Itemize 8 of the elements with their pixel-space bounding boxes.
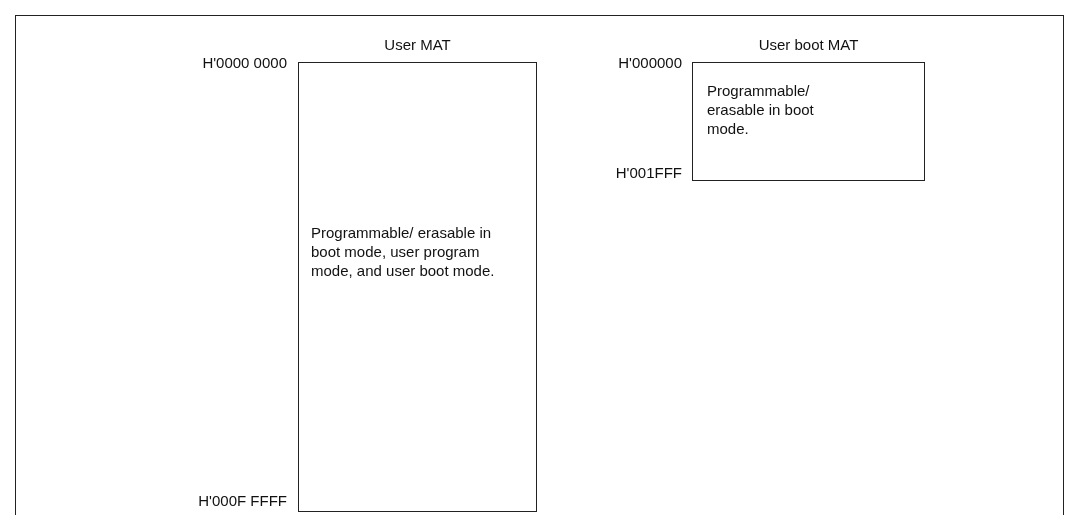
- block-title: User MAT: [383, 36, 452, 54]
- block-description: Programmable/ erasable in boot mode.: [707, 81, 815, 138]
- block-title: User boot MAT: [757, 36, 860, 54]
- address-label: H'000000: [617, 54, 682, 72]
- address-label: H'000F FFFF: [197, 492, 287, 510]
- block-description: Programmable/ erasable in boot mode, user program mode, and user boot mode.: [311, 223, 496, 280]
- address-label: H'001FFF: [614, 164, 682, 182]
- address-label: H'0000 0000: [201, 54, 287, 72]
